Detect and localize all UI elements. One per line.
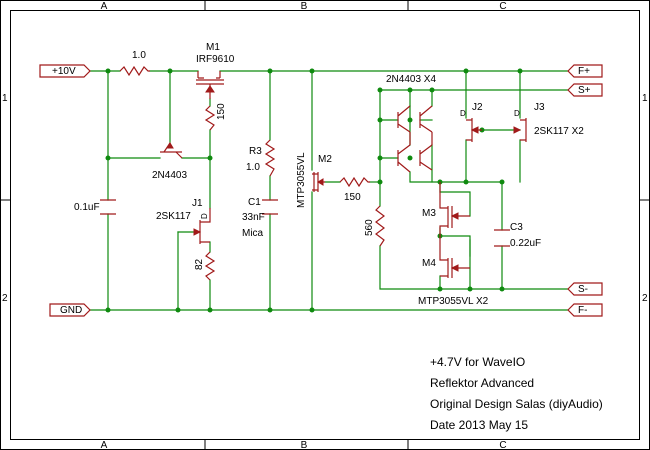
jfet-j1-ref: J1: [192, 198, 203, 209]
capacitor-c1: C1 33nF Mica: [242, 197, 278, 239]
capacitor-c1-value: 33nF: [242, 212, 265, 223]
port-gnd-label: GND: [60, 305, 82, 316]
jfet-j2: D J2: [460, 102, 483, 142]
col-label-c-top: C: [499, 1, 506, 12]
capacitor-c3: C3 0.22uF: [494, 222, 541, 249]
jfet-j1-value: 2SK117: [156, 211, 191, 222]
capacitor-c3-ref: C3: [510, 222, 523, 233]
transistor-array-label: 2N4403 X4: [386, 74, 436, 85]
info-block: +4.7V for WaveIO Reflektor Advanced Orig…: [430, 355, 603, 432]
mosfet-m2-ref: M2: [318, 154, 332, 165]
transistor-q-2n4403-value: 2N4403: [152, 170, 187, 181]
capacitor-c3-value: 0.22uF: [510, 238, 541, 249]
jfet-j3-pin-d: D: [514, 109, 520, 118]
port-plus10v: +10V: [39, 64, 91, 78]
port-f-plus: F+: [567, 64, 603, 78]
row-label-1-left: 1: [2, 93, 8, 104]
info-line-3: Original Design Salas (diyAudio): [430, 397, 603, 411]
port-plus10v-label: +10V: [52, 66, 76, 77]
col-label-a-top: A: [101, 1, 108, 12]
info-line-1: +4.7V for WaveIO: [430, 355, 525, 369]
row-label-2-left: 2: [2, 293, 8, 304]
info-line-4: Date 2013 May 15: [430, 418, 528, 432]
jfet-j3: D J3 2SK117 X2: [513, 102, 584, 142]
port-s-plus-label: S+: [578, 85, 591, 96]
col-label-b-bottom: B: [301, 440, 308, 450]
mosfet-m3-ref: M3: [422, 208, 436, 219]
resistor-r150b-value: 150: [344, 192, 361, 203]
transistor-q-2n4403: 2N4403: [152, 142, 187, 181]
col-label-c-bottom: C: [499, 440, 506, 450]
resistor-r150a: 150: [204, 103, 227, 131]
col-label-a-bottom: A: [101, 440, 108, 450]
transistor-array: 2N4403 X4: [386, 74, 436, 173]
mosfet-m4: M4: [422, 236, 470, 278]
jfet-j3-value: 2SK117 X2: [534, 126, 584, 137]
port-s-plus: S+: [567, 83, 603, 97]
resistor-r150a-value: 150: [216, 103, 227, 120]
port-s-minus: S-: [567, 282, 603, 296]
jfet-j2-ref: J2: [472, 102, 483, 113]
port-s-minus-label: S-: [578, 284, 588, 295]
resistor-r3: R3 1.0: [246, 139, 276, 177]
port-f-minus-label: F-: [578, 305, 587, 316]
wires: [89, 70, 569, 311]
resistor-r82-value: 82: [194, 258, 205, 270]
jfet-j1-pin-d: D: [200, 213, 209, 219]
capacitor-c01: 0.1uF: [74, 199, 116, 215]
port-gnd: GND: [49, 303, 91, 317]
mosfet-m2-part: MTP3055VL: [296, 152, 307, 208]
mosfet-m2: MTP3055VL M2: [296, 152, 332, 208]
resistor-r-in-value: 1.0: [132, 50, 146, 61]
row-label-2-right: 2: [642, 293, 648, 304]
mosfet-m4-ref: M4: [422, 258, 436, 269]
capacitor-c1-type: Mica: [242, 228, 264, 239]
mtp-pair-label: MTP3055VL X2: [418, 296, 489, 307]
mosfet-m1-value: IRF9610: [196, 54, 235, 65]
resistor-r82: 82: [194, 251, 216, 281]
row-label-1-right: 1: [642, 93, 648, 104]
resistor-r560: 560: [364, 205, 385, 247]
resistor-r150b: 150: [339, 176, 370, 203]
capacitor-c01-value: 0.1uF: [74, 202, 100, 213]
col-label-b-top: B: [301, 1, 308, 12]
resistor-r3-value: 1.0: [246, 162, 260, 173]
jfet-j2-pin-d: D: [460, 109, 466, 118]
resistor-r560-value: 560: [364, 219, 375, 236]
resistor-r-in: 1.0: [119, 50, 150, 77]
jfet-j3-ref: J3: [534, 102, 545, 113]
mosfet-m1-ref: M1: [206, 42, 220, 53]
jfet-j1: D J1 2SK117: [156, 198, 211, 244]
mosfet-m1: M1 IRF9610: [196, 42, 235, 99]
mosfet-m3: M3: [422, 182, 470, 236]
junction-dots: [105, 68, 523, 313]
resistor-r3-ref: R3: [249, 146, 262, 157]
capacitor-c1-ref: C1: [248, 197, 261, 208]
port-f-minus: F-: [567, 303, 603, 317]
info-line-2: Reflektor Advanced: [430, 376, 534, 390]
port-f-plus-label: F+: [578, 66, 590, 77]
